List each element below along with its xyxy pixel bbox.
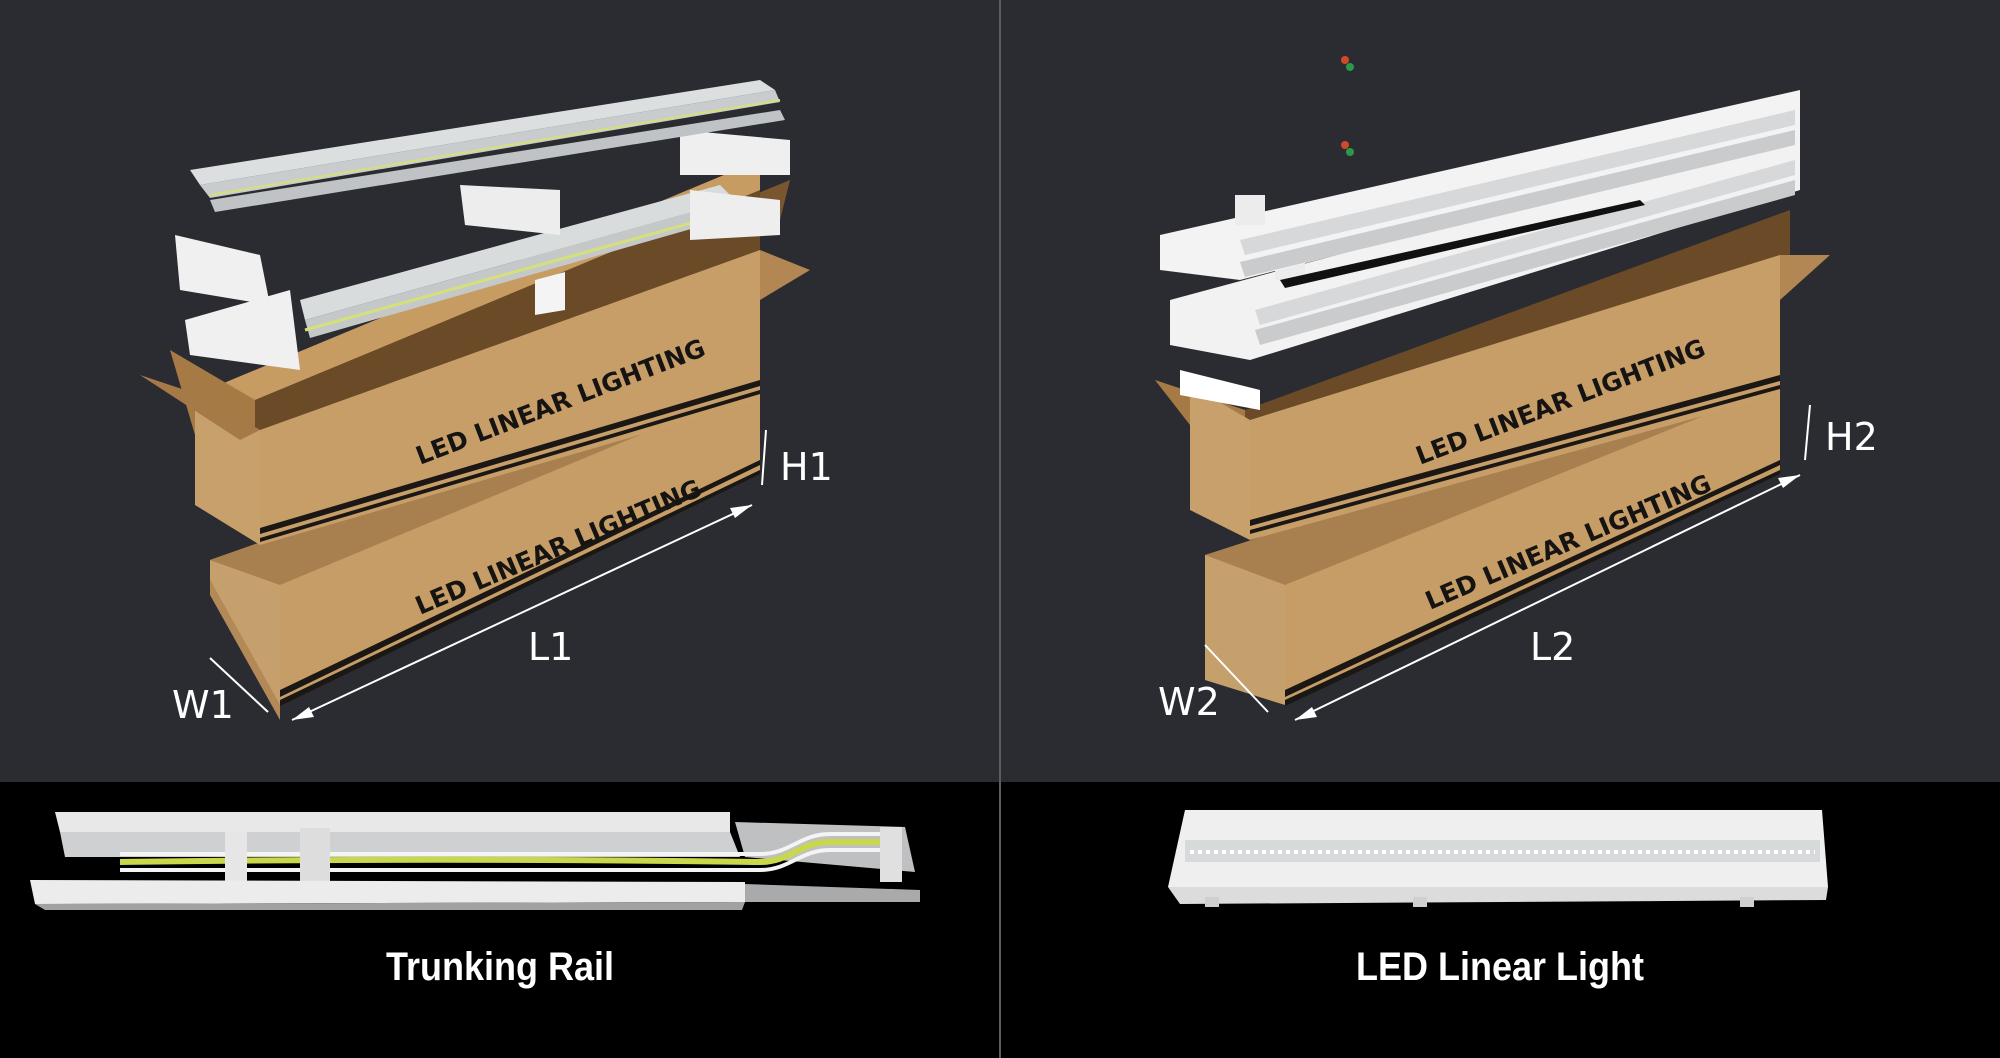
trunking-rail-render [30,812,920,910]
height-arrow [1804,404,1811,461]
packaging-diagram: LED LINEAR LIGHTING LED LINEAR LIGHTING [1155,56,1878,724]
panel-led-linear-light: LED LINEAR LIGHTING LED LINEAR LIGHTING [1000,0,2000,1058]
panel-trunking-rail: LED LINEAR LIGHTING LED LINEAR LIGHTING [0,0,1000,989]
open-shipping-box: LED LINEAR LIGHTING [140,160,810,545]
dimension-annotations: L2 W2 H2 [1158,404,1878,724]
dimension-annotations: L1 W1 H1 [172,429,833,727]
exploded-rails [175,80,790,305]
caption-trunking-rail: Trunking Rail [385,945,615,989]
length-arrow [1294,474,1801,721]
length-label: L2 [1530,625,1575,669]
packed-rails [185,185,780,370]
closed-shipping-box: LED LINEAR LIGHTING [1205,375,1780,706]
exploded-luminaires [1160,56,1800,288]
panel-divider [999,0,1001,1058]
width-arrow [1204,644,1269,713]
height-label: H2 [1825,415,1878,459]
open-shipping-box: LED LINEAR LIGHTING [1155,210,1830,540]
length-label: L1 [528,625,573,669]
packaging-diagram: LED LINEAR LIGHTING LED LINEAR LIGHTING [140,80,833,727]
length-arrow [291,504,753,721]
packed-luminaires [1170,130,1800,410]
width-arrow [209,657,269,713]
height-arrow [761,429,767,486]
caption-led-linear-light: LED Linear Light [1356,945,1644,989]
led-linear-light-render [1168,810,1828,907]
width-label: W1 [172,683,234,727]
width-label: W2 [1158,680,1220,724]
height-label: H1 [780,445,833,489]
